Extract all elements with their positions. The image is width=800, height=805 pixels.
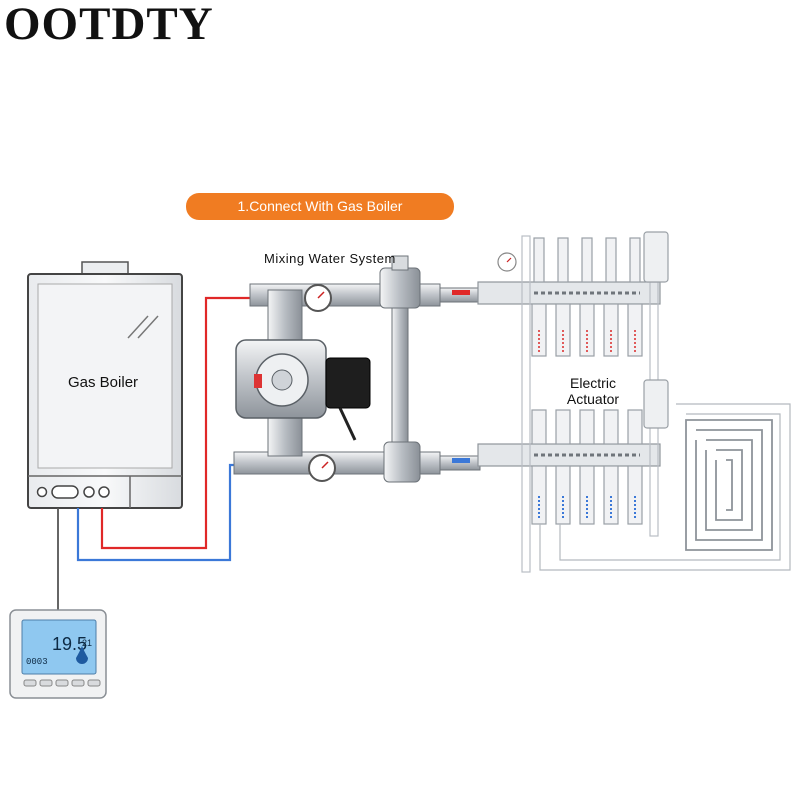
thermostat-button[interactable] <box>39 679 53 687</box>
return-valve <box>383 441 421 483</box>
bypass-tube <box>391 305 409 453</box>
pump-dial <box>271 369 293 391</box>
return-marker <box>452 458 470 463</box>
mixing-valve <box>379 267 421 309</box>
pump-motor-box <box>325 357 371 409</box>
boiler-reflection-2 <box>137 315 159 339</box>
mixing-water-system <box>233 255 481 483</box>
air-vent <box>643 231 669 283</box>
step-banner: 1.Connect With Gas Boiler <box>186 193 454 220</box>
boiler-knob <box>83 486 95 498</box>
boiler-knob <box>98 486 110 498</box>
supply-ports <box>531 237 643 357</box>
floor-heating-loop <box>685 419 773 551</box>
pump-warning-label <box>254 374 262 388</box>
manifold-bracket <box>521 235 531 573</box>
pump-cable <box>338 407 357 441</box>
brand-logo: OOTDTY <box>4 0 214 50</box>
mixing-system-label: Mixing Water System <box>264 251 396 266</box>
thermostat: 19.5 21 0003 <box>9 609 107 699</box>
air-vent <box>643 379 669 429</box>
thermostat-button[interactable] <box>71 679 85 687</box>
thermostat-small-readout: 21 <box>82 638 92 648</box>
thermostat-clock: 0003 <box>26 657 48 667</box>
loop-pipe <box>559 413 781 561</box>
manifold-assembly <box>477 231 791 573</box>
return-ports <box>531 409 643 525</box>
boiler-reflection <box>127 315 149 339</box>
gas-boiler <box>27 261 183 509</box>
thermostat-temperature: 19.5 <box>52 634 87 654</box>
actuator-label-line1: Electric <box>570 375 616 391</box>
thermostat-button[interactable] <box>23 679 37 687</box>
thermostat-button[interactable] <box>87 679 101 687</box>
mixing-valve-cap <box>391 255 409 271</box>
supply-marker <box>452 290 470 295</box>
thermostat-button[interactable] <box>55 679 69 687</box>
electric-actuator-label: Electric Actuator <box>558 375 628 407</box>
boiler-knob <box>36 486 48 498</box>
flame-icon <box>76 646 88 664</box>
gas-boiler-label: Gas Boiler <box>68 374 139 391</box>
actuator-label-line2: Actuator <box>566 391 620 407</box>
boiler-display <box>51 485 79 499</box>
loop-pipe <box>539 403 791 571</box>
boiler-panel <box>37 283 173 469</box>
